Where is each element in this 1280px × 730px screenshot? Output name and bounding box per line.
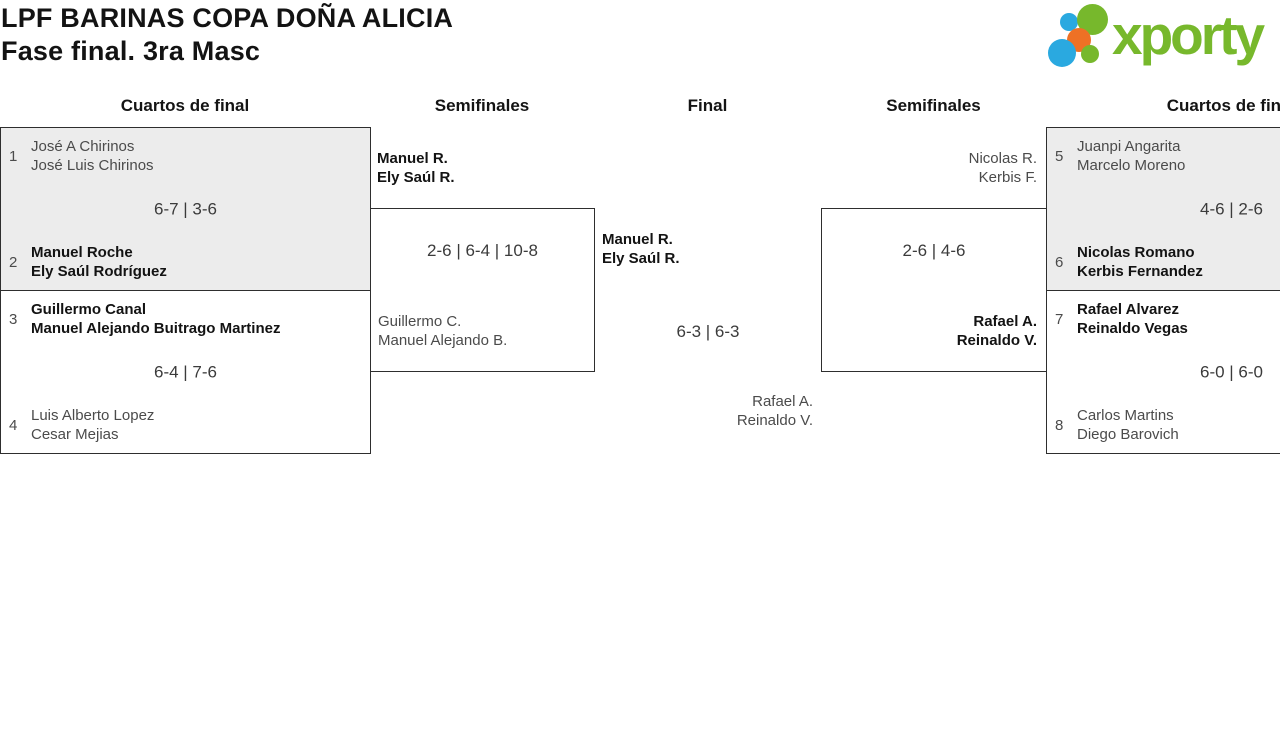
player-name: Ely Saúl Rodríguez (31, 263, 167, 280)
xporty-logo[interactable]: xporty (1046, 0, 1280, 72)
team-entry-sf-left-bottom[interactable]: Guillermo C. Manuel Alejando B. (378, 312, 585, 350)
player-name: José A Chirinos (31, 138, 135, 155)
team-entry-seed-8[interactable]: 8 Carlos Martins Diego Barovich (1047, 406, 1280, 444)
phase-subtitle: Fase final. 3ra Masc (1, 36, 261, 66)
round-header-quarterfinals-left: Cuartos de final (120, 96, 250, 115)
team-names: Rafael Alvarez Reinaldo Vegas (1077, 300, 1188, 338)
player-name: Kerbis F. (978, 169, 1037, 186)
player-name: Guillermo C. (378, 313, 462, 330)
player-name: Nicolas Romano (1077, 244, 1195, 261)
player-name: Nicolas R. (968, 150, 1037, 167)
player-name: Juanpi Angarita (1077, 138, 1181, 155)
team-entry-final-bottom[interactable]: Rafael A. Reinaldo V. (594, 392, 813, 430)
round-header-final: Final (687, 96, 728, 115)
team-entry-seed-1[interactable]: 1 José A Chirinos José Luis Chirinos (1, 137, 370, 175)
player-name: Guillermo Canal (31, 301, 147, 318)
final-score: 6-3 | 6-3 (676, 322, 740, 341)
logo-dot-blue-small (1060, 13, 1078, 31)
round-header-semifinals-left: Semifinales (434, 96, 530, 115)
match-card-qf-2[interactable]: 3 Guillermo Canal Manuel Alejando Buitra… (0, 290, 371, 454)
player-name: Reinaldo Vegas (1077, 320, 1188, 337)
round-header-quarterfinals-right: Cuartos de final (1166, 96, 1280, 115)
logo-dot-green-small (1081, 45, 1099, 63)
team-entry-seed-6[interactable]: 6 Nicolas Romano Kerbis Fernandez (1047, 243, 1280, 281)
seed-number: 6 (1055, 253, 1064, 271)
player-name: Luis Alberto Lopez (31, 407, 155, 424)
match-score: 2-6 | 6-4 | 10-8 (427, 241, 538, 260)
match-score: 4-6 | 2-6 (1199, 199, 1263, 219)
match-score: 2-6 | 4-6 (902, 241, 966, 260)
logo-dot-blue-large (1048, 39, 1076, 67)
match-card-sf-left[interactable]: 2-6 | 6-4 | 10-8 Guillermo C. Manuel Ale… (370, 208, 595, 372)
seed-number: 2 (9, 253, 18, 271)
team-entry-seed-2[interactable]: 2 Manuel Roche Ely Saúl Rodríguez (1, 243, 370, 281)
team-entry-seed-7[interactable]: 7 Rafael Alvarez Reinaldo Vegas (1047, 300, 1280, 338)
match-card-sf-right[interactable]: 2-6 | 4-6 Rafael A. Reinaldo V. (821, 208, 1047, 372)
seed-number: 7 (1055, 310, 1064, 328)
team-names: Guillermo Canal Manuel Alejando Buitrago… (31, 300, 280, 338)
team-names: Juanpi Angarita Marcelo Moreno (1077, 137, 1185, 175)
player-name: Rafael A. (752, 393, 813, 410)
team-names: Carlos Martins Diego Barovich (1077, 406, 1179, 444)
logo-wordmark: xporty (1112, 4, 1265, 66)
player-name: Marcelo Moreno (1077, 157, 1186, 174)
match-score: 6-0 | 6-0 (1199, 362, 1263, 382)
player-name: Ely Saúl R. (602, 250, 680, 267)
player-name: José Luis Chirinos (31, 157, 154, 174)
player-name: Rafael A. (973, 313, 1037, 330)
player-name: Manuel R. (377, 150, 448, 167)
team-entry-sf-right-bottom[interactable]: Rafael A. Reinaldo V. (829, 312, 1037, 350)
match-score: 6-7 | 3-6 (153, 199, 217, 219)
seed-number: 8 (1055, 416, 1064, 434)
seed-number: 5 (1055, 147, 1064, 165)
team-names: Luis Alberto Lopez Cesar Mejias (31, 406, 154, 444)
player-name: Reinaldo V. (956, 332, 1037, 349)
team-entry-seed-5[interactable]: 5 Juanpi Angarita Marcelo Moreno (1047, 137, 1280, 175)
player-name: Manuel R. (602, 231, 673, 248)
team-entry-sf-left-top[interactable]: Manuel R. Ely Saúl R. (377, 149, 455, 187)
team-entry-seed-4[interactable]: 4 Luis Alberto Lopez Cesar Mejias (1, 406, 370, 444)
team-entry-seed-3[interactable]: 3 Guillermo Canal Manuel Alejando Buitra… (1, 300, 370, 338)
seed-number: 1 (9, 147, 18, 165)
team-entry-sf-right-top[interactable]: Nicolas R. Kerbis F. (821, 149, 1037, 187)
player-name: Manuel Roche (31, 244, 133, 261)
player-name: Reinaldo V. (736, 412, 813, 429)
match-card-qf-3[interactable]: 5 Juanpi Angarita Marcelo Moreno 4-6 | 2… (1046, 127, 1280, 291)
round-header-semifinals-right: Semifinales (886, 96, 981, 115)
player-name: Manuel Alejando Buitrago Martinez (31, 320, 281, 337)
team-names: José A Chirinos José Luis Chirinos (31, 137, 154, 175)
player-name: Diego Barovich (1077, 426, 1179, 443)
player-name: Cesar Mejias (31, 426, 119, 443)
player-name: Rafael Alvarez (1077, 301, 1179, 318)
player-name: Kerbis Fernandez (1077, 263, 1203, 280)
player-name: Manuel Alejando B. (378, 332, 508, 349)
match-score: 6-4 | 7-6 (153, 362, 217, 382)
seed-number: 3 (9, 310, 18, 328)
seed-number: 4 (9, 416, 18, 434)
player-name: Carlos Martins (1077, 407, 1174, 424)
tournament-title: LPF BARINAS COPA DOÑA ALICIA (1, 3, 454, 33)
team-names: Nicolas Romano Kerbis Fernandez (1077, 243, 1203, 281)
match-card-qf-1[interactable]: 1 José A Chirinos José Luis Chirinos 6-7… (0, 127, 371, 291)
team-names: Manuel Roche Ely Saúl Rodríguez (31, 243, 167, 281)
player-name: Ely Saúl R. (377, 169, 455, 186)
team-entry-final-top[interactable]: Manuel R. Ely Saúl R. (602, 230, 680, 268)
match-card-qf-4[interactable]: 7 Rafael Alvarez Reinaldo Vegas 6-0 | 6-… (1046, 290, 1280, 454)
